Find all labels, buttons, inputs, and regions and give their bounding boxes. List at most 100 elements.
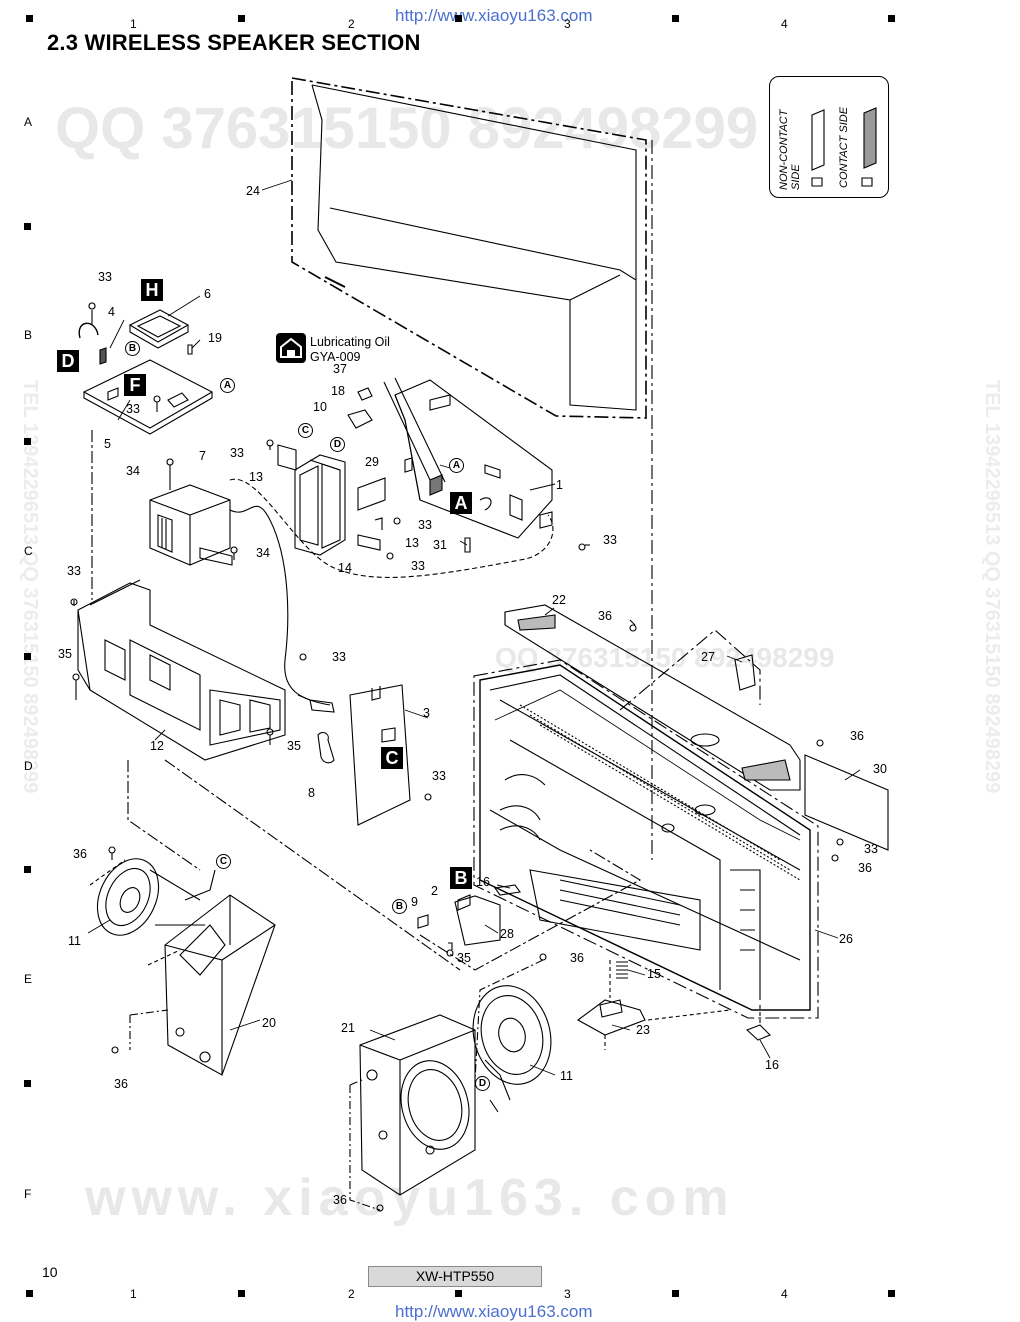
part-label: 7 xyxy=(199,449,206,463)
part-label: 36 xyxy=(114,1077,128,1091)
part-label: 33 xyxy=(67,564,81,578)
edge-marker xyxy=(455,15,462,22)
connector-label-d: D xyxy=(57,350,79,372)
lubricating-oil-icon xyxy=(276,333,306,363)
part-label: 33 xyxy=(230,446,244,460)
connector-label-a: A xyxy=(450,492,472,514)
page-title: 2.3 WIRELESS SPEAKER SECTION xyxy=(47,30,421,55)
grille-outline xyxy=(291,77,647,419)
connector-label-f: F xyxy=(124,374,146,396)
edge-marker xyxy=(238,1290,245,1297)
model-badge: XW-HTP550 xyxy=(368,1266,542,1287)
circle-label-d: D xyxy=(475,1076,490,1091)
circle-label-c: C xyxy=(216,854,231,869)
watermark-www: www. xiaoyu163. com xyxy=(85,1169,735,1227)
part-label: 33 xyxy=(864,842,878,856)
circle-label-c: C xyxy=(298,423,313,438)
edge-marker xyxy=(672,15,679,22)
grille-panel xyxy=(311,84,637,411)
watermark-left-vertical: TEL 13942296513 QQ 376315150 892498299 xyxy=(19,380,41,794)
corner-marker xyxy=(888,1290,895,1297)
part-label: 13 xyxy=(405,536,419,550)
part-label: 20 xyxy=(262,1016,276,1030)
part-label: 4 xyxy=(108,305,115,319)
column-number: 2 xyxy=(348,1287,355,1301)
column-number: 4 xyxy=(781,17,788,31)
part-label: 22 xyxy=(552,593,566,607)
page-number: 10 xyxy=(42,1264,58,1280)
part-label: 35 xyxy=(58,647,72,661)
lubricating-oil-code: GYA-009 xyxy=(310,350,361,364)
column-number: 3 xyxy=(564,1287,571,1301)
part-label: 37 xyxy=(333,362,347,376)
part-label: 9 xyxy=(411,895,418,909)
lubricating-oil-name: Lubricating Oil xyxy=(310,335,390,349)
part-label: 15 xyxy=(647,967,661,981)
part-label: 31 xyxy=(433,538,447,552)
part-label: 16 xyxy=(476,875,490,889)
part-label: 23 xyxy=(636,1023,650,1037)
part-label: 29 xyxy=(365,455,379,469)
connector-label-h: H xyxy=(141,279,163,301)
part-label: 33 xyxy=(432,769,446,783)
part-label: 10 xyxy=(313,400,327,414)
part-label: 35 xyxy=(457,951,471,965)
part-label: 21 xyxy=(341,1021,355,1035)
footer-url[interactable]: http://www.xiaoyu163.com xyxy=(395,1302,593,1321)
circle-label-a: A xyxy=(220,378,235,393)
edge-marker xyxy=(24,223,31,230)
column-number: 4 xyxy=(781,1287,788,1301)
legend-contact-label: CONTACT SIDE xyxy=(838,106,850,188)
connector-label-b: B xyxy=(450,867,472,889)
row-letter: D xyxy=(24,759,33,773)
part-label: 33 xyxy=(98,270,112,284)
corner-marker xyxy=(26,1290,33,1297)
part-label: 36 xyxy=(858,861,872,875)
part-label: 36 xyxy=(570,951,584,965)
edge-marker xyxy=(24,438,31,445)
part-label: 1 xyxy=(556,478,563,492)
column-number: 1 xyxy=(130,1287,137,1301)
part-label: 16 xyxy=(765,1058,779,1072)
part-label: 12 xyxy=(150,739,164,753)
part-label: 18 xyxy=(331,384,345,398)
part-label: 34 xyxy=(256,546,270,560)
column-number: 1 xyxy=(130,17,137,31)
edge-marker xyxy=(455,1290,462,1297)
watermark-mid: QQ 376315150 892498299 xyxy=(495,642,835,673)
legend-non-contact-label: NON-CONTACT SIDE xyxy=(778,109,802,190)
edge-marker xyxy=(238,15,245,22)
part-label: 24 xyxy=(246,184,260,198)
circle-label-b: B xyxy=(392,899,407,914)
watermark-right-vertical: TEL 13942296513 QQ 376315150 892498299 xyxy=(981,380,1003,794)
column-number: 2 xyxy=(348,17,355,31)
connector-label-c: C xyxy=(381,747,403,769)
part-label: 35 xyxy=(287,739,301,753)
row-letter: A xyxy=(24,115,33,129)
part-label: 14 xyxy=(338,561,352,575)
part-label: 27 xyxy=(701,650,715,664)
part-label: 3 xyxy=(423,706,430,720)
corner-marker xyxy=(26,15,33,22)
part-label: 11 xyxy=(560,1069,573,1083)
watermark-qq: QQ 376315150 892498299 xyxy=(55,96,759,161)
part-label: 26 xyxy=(839,932,853,946)
part-label: 33 xyxy=(126,402,140,416)
row-letter: C xyxy=(24,544,33,558)
edge-marker xyxy=(24,653,31,660)
edge-marker xyxy=(672,1290,679,1297)
part-label: 11 xyxy=(68,934,81,948)
row-letter: F xyxy=(24,1187,32,1201)
contact-side-legend xyxy=(769,76,889,198)
part-label: 33 xyxy=(603,533,617,547)
row-letter: E xyxy=(24,972,33,986)
part-label: 36 xyxy=(73,847,87,861)
column-number: 3 xyxy=(564,17,571,31)
part-label: 36 xyxy=(333,1193,347,1207)
part-label: 33 xyxy=(411,559,425,573)
circle-label-a: A xyxy=(449,458,464,473)
part-label: 34 xyxy=(126,464,140,478)
corner-marker xyxy=(888,15,895,22)
header-url[interactable]: http://www.xiaoyu163.com xyxy=(395,6,593,25)
